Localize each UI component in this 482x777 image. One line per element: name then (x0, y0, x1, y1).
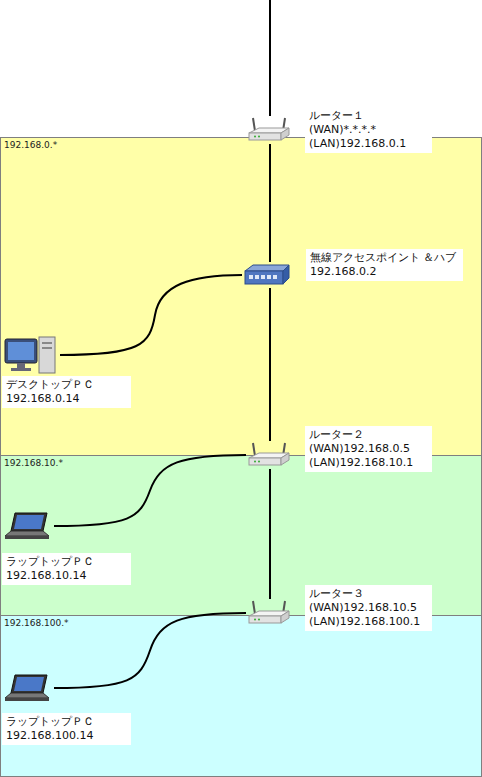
ap-icon (243, 263, 291, 287)
subnet-label: 192.168.10.* (4, 458, 63, 468)
device-name: ルーター３ (309, 587, 428, 601)
device-name: ルーター１ (309, 109, 428, 123)
ip-address: (LAN)192.168.100.1 (309, 615, 428, 629)
device-label: デスクトップＰＣ192.168.0.14 (2, 376, 131, 408)
ip-address: (WAN)192.168.0.5 (309, 442, 428, 456)
router-icon (247, 442, 291, 468)
subnet-label: 192.168.0.* (4, 140, 57, 150)
ip-address: (LAN)192.168.0.1 (309, 137, 428, 151)
network-cable (60, 275, 242, 355)
ip-address: 192.168.100.14 (6, 729, 127, 743)
device-label: 無線アクセスポイント ＆ハブ192.168.0.2 (306, 249, 463, 281)
network-cable (269, 288, 271, 441)
laptop-icon (3, 673, 53, 703)
uplink-line (269, 0, 271, 116)
device-label: ルーター１(WAN)*.*.*.*(LAN)192.168.0.1 (305, 107, 432, 153)
band-192-168-100: 192.168.100.* ラップトップＰＣ192.168.100.14 (0, 615, 482, 777)
ip-address: (WAN)*.*.*.* (309, 123, 428, 137)
band-192-168-0: 192.168.0.* 無線アクセスポイント ＆ハブ192.168.0.2 デスクト… (0, 137, 482, 456)
ip-address: 192.168.10.14 (6, 569, 127, 583)
device-label: ルーター３(WAN)192.168.10.5(LAN)192.168.100.1 (305, 585, 432, 631)
laptop-pc: ラップトップＰＣ192.168.100.14 (3, 673, 53, 703)
network-cable (54, 613, 246, 688)
network-cable (54, 455, 246, 526)
device-label: ラップトップＰＣ192.168.10.14 (2, 553, 131, 585)
ip-address: 192.168.0.2 (310, 265, 459, 279)
access-point: 無線アクセスポイント ＆ハブ192.168.0.2 (243, 263, 291, 287)
router-icon (247, 117, 291, 143)
subnet-label: 192.168.100.* (4, 618, 69, 628)
laptop-pc: ラップトップＰＣ192.168.10.14 (3, 511, 53, 541)
router-icon (247, 600, 291, 626)
router: ルーター１(WAN)*.*.*.*(LAN)192.168.0.1 (247, 117, 291, 143)
laptop-icon (3, 511, 53, 541)
device-name: 無線アクセスポイント ＆ハブ (310, 251, 459, 265)
device-name: ラップトップＰＣ (6, 555, 127, 569)
device-name: ルーター２ (309, 428, 428, 442)
device-name: ラップトップＰＣ (6, 715, 127, 729)
router: ルーター３(WAN)192.168.10.5(LAN)192.168.100.1 (247, 600, 291, 626)
desktop-pc: デスクトップＰＣ192.168.0.14 (3, 333, 59, 377)
network-cable (269, 144, 271, 262)
ip-address: (WAN)192.168.10.5 (309, 601, 428, 615)
ip-address: (LAN)192.168.10.1 (309, 456, 428, 470)
device-name: デスクトップＰＣ (6, 378, 127, 392)
device-label: ラップトップＰＣ192.168.100.14 (2, 713, 131, 745)
router: ルーター２(WAN)192.168.0.5(LAN)192.168.10.1 (247, 442, 291, 468)
desktop-icon (3, 333, 59, 377)
network-cable (269, 469, 271, 599)
device-label: ルーター２(WAN)192.168.0.5(LAN)192.168.10.1 (305, 426, 432, 472)
ip-address: 192.168.0.14 (6, 392, 127, 406)
